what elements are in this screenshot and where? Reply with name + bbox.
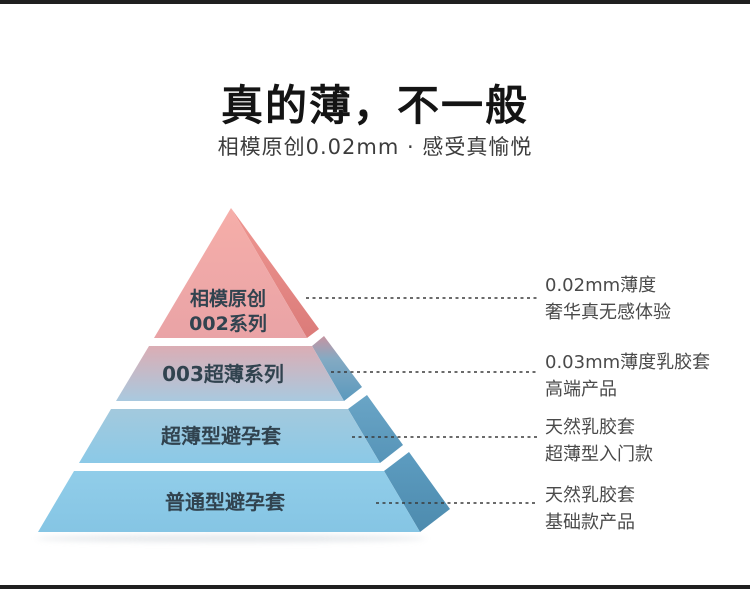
annotation-002: 0.02mm薄度 奢华真无感体验: [545, 272, 671, 326]
tier1-front-face: [154, 208, 307, 338]
tier3-side-face: [348, 395, 403, 463]
tier-label-003-series: 003超薄系列: [162, 362, 284, 386]
tier1-side-face: [231, 208, 319, 338]
tier3-front-face: [79, 409, 380, 463]
annotation-002-desc: 奢华真无感体验: [545, 302, 671, 323]
annotation-002-title: 0.02mm薄度: [545, 275, 657, 296]
tier2-side-face: [312, 336, 362, 401]
annotation-ultrathin-desc: 超薄型入门款: [545, 444, 653, 465]
pyramid-shadow: [36, 535, 426, 542]
tier-label-regular: 普通型避孕套: [165, 490, 285, 514]
annotation-regular: 天然乳胶套 基础款产品: [545, 482, 635, 536]
annotation-003-desc: 高端产品: [545, 379, 617, 400]
annotation-regular-desc: 基础款产品: [545, 512, 635, 533]
page-subtitle: 相模原创0.02mm · 感受真愉悦: [217, 135, 533, 159]
annotation-003-title: 0.03mm薄度乳胶套: [545, 352, 711, 373]
annotation-003: 0.03mm薄度乳胶套 高端产品: [545, 349, 710, 403]
tier4-side-face: [384, 452, 450, 532]
tier-label-ultrathin: 超薄型避孕套: [161, 424, 281, 448]
page-title: 真的薄，不一般: [220, 81, 529, 130]
annotation-ultrathin-title: 天然乳胶套: [545, 417, 635, 438]
annotation-ultrathin: 天然乳胶套 超薄型入门款: [545, 414, 653, 468]
annotation-regular-title: 天然乳胶套: [545, 485, 635, 506]
top-frame-bar: [0, 0, 750, 4]
tier2-front-face: [116, 346, 344, 401]
tier-label-002-series: 相模原创 002系列: [189, 288, 267, 335]
bottom-frame-bar: [0, 585, 750, 589]
tier4-front-face: [38, 471, 420, 532]
